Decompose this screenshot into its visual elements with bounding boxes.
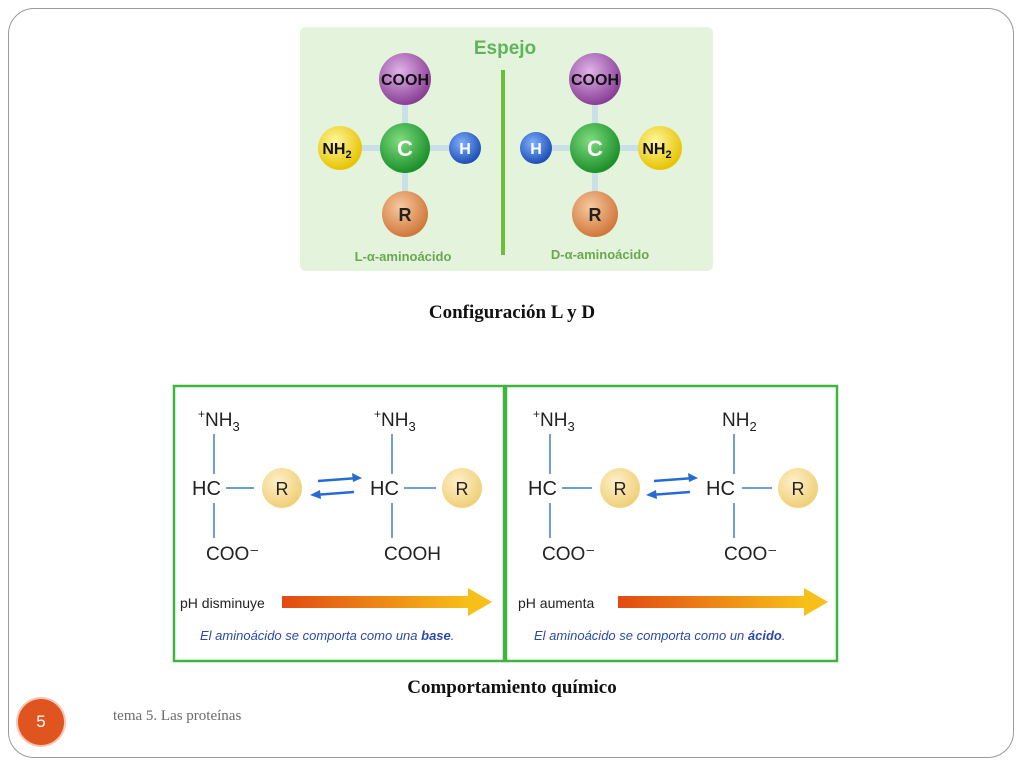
nh2-label: NH2 (322, 141, 351, 161)
behavior-figure: +NH3 HC R COO⁻ +NH3 HC R COOH pH (172, 384, 839, 663)
alpha-carbon-label: HC (706, 478, 735, 500)
amino-group-label: +NH3 (198, 407, 240, 434)
r-group-label: R (456, 479, 469, 499)
caption-chemical-behavior: Comportamiento químico (407, 677, 617, 698)
hydrogen-label: H (530, 141, 542, 158)
cooh-label: COOH (571, 72, 619, 89)
ph-arrow (282, 588, 492, 616)
nh2-sphere (638, 126, 682, 170)
panel-border (504, 384, 839, 663)
product-structure: +NH3 HC R COOH (370, 407, 482, 565)
alpha-carbon-label: HC (370, 478, 399, 500)
alpha-carbon-label: HC (528, 478, 557, 500)
nh2-sphere (318, 126, 362, 170)
behavior-sentence: El aminoácido se comporta como una base. (200, 628, 454, 643)
hydrogen-sphere (520, 132, 552, 164)
r-group-sphere (778, 468, 818, 508)
product-structure: NH2 HC R COO⁻ (706, 410, 818, 565)
r-group-sphere (572, 191, 618, 237)
carboxyl-group-label: COO⁻ (724, 544, 777, 565)
hydrogen-label: H (459, 141, 471, 158)
carbon-label: C (587, 136, 603, 161)
cooh-sphere (569, 53, 621, 105)
footer-text: tema 5. Las proteínas (113, 708, 242, 724)
r-group-sphere (262, 468, 302, 508)
nh2-label: NH2 (642, 141, 671, 161)
slide-frame (8, 8, 1014, 758)
carboxyl-group-label: COO⁻ (542, 544, 595, 565)
ph-arrow (618, 588, 828, 616)
reactant-structure: +NH3 HC R COO⁻ (192, 407, 302, 565)
cooh-sphere (379, 53, 431, 105)
d-amino-acid-model: COOH H C NH2 R D-α-aminoácido (520, 53, 682, 262)
r-group-sphere (442, 468, 482, 508)
page-number-badge: 5 (18, 699, 64, 745)
cooh-label: COOH (381, 72, 429, 89)
mirror-figure: Espejo COOH NH2 C H R L-α-aminoácido COO… (300, 27, 713, 271)
ph-label: pH disminuye (180, 595, 265, 611)
reactant-structure: +NH3 HC R COO⁻ (528, 407, 640, 565)
mirror-label: Espejo (474, 38, 536, 59)
r-group-label: R (792, 479, 805, 499)
l-amino-acid-model: COOH NH2 C H R L-α-aminoácido (318, 53, 481, 264)
equilibrium-arrows (310, 473, 362, 499)
r-group-label: R (614, 479, 627, 499)
carbon-label: C (397, 136, 413, 161)
r-group-sphere (600, 468, 640, 508)
r-group-sphere (382, 191, 428, 237)
left-panel: +NH3 HC R COO⁻ +NH3 HC R COOH pH (172, 384, 506, 663)
amino-group-label: +NH3 (533, 407, 575, 434)
amino-group-label: NH2 (722, 410, 757, 434)
d-amino-acid-label: D-α-aminoácido (551, 247, 649, 262)
ph-label: pH aumenta (518, 595, 594, 611)
r-group-label: R (589, 205, 602, 225)
caption-configuration: Configuración L y D (428, 302, 596, 323)
equilibrium-arrows (646, 473, 698, 499)
l-amino-acid-label: L-α-aminoácido (355, 249, 452, 264)
panel-border (172, 384, 506, 663)
right-panel: +NH3 HC R COO⁻ NH2 HC R COO⁻ pH (504, 384, 839, 663)
carbon-sphere (570, 123, 620, 173)
hydrogen-sphere (449, 132, 481, 164)
r-group-label: R (276, 479, 289, 499)
carboxyl-group-label: COOH (384, 544, 441, 565)
behavior-sentence: El aminoácido se comporta como un ácido. (534, 628, 785, 643)
carboxyl-group-label: COO⁻ (206, 544, 259, 565)
amino-group-label: +NH3 (374, 407, 416, 434)
alpha-carbon-label: HC (192, 478, 221, 500)
carbon-sphere (380, 123, 430, 173)
r-group-label: R (399, 205, 412, 225)
